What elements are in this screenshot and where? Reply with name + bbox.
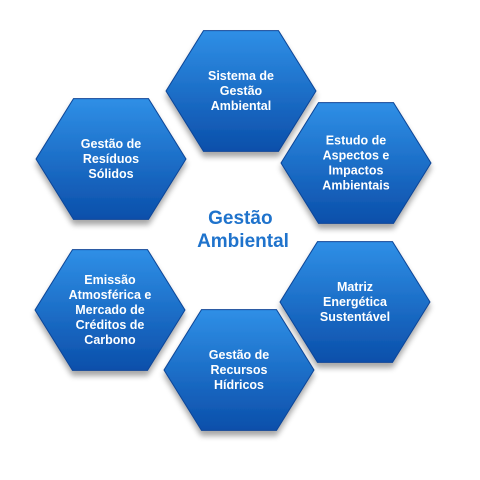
hexagon-shape xyxy=(34,249,186,371)
hexagon-label-line: Emissão xyxy=(84,273,136,287)
hexagon-shape xyxy=(280,102,432,224)
hexagon-label-line: Gestão de xyxy=(209,348,269,362)
hexagon-label-line: Sustentável xyxy=(320,310,390,324)
hexagon-label-line: Aspectos e xyxy=(323,149,390,163)
hexagon-label-line: Ambientais xyxy=(322,179,389,193)
center-title: Gestão Ambiental xyxy=(197,208,289,252)
hexagon-label-line: Recursos xyxy=(211,363,268,377)
hexagon-label-line: Mercado de xyxy=(75,303,145,317)
hexagon-label-line: Impactos xyxy=(329,164,384,178)
center-title-line: Ambiental xyxy=(197,231,289,252)
hexagon-label-line: Atmosférica e xyxy=(69,288,152,302)
hexagon-shape xyxy=(279,241,431,363)
hexagon-label-line: Gestão xyxy=(220,84,263,98)
hexagon-label-line: Energética xyxy=(323,295,388,309)
hexagon-label-line: Hídricos xyxy=(214,378,264,392)
hexagon-label-line: Sólidos xyxy=(88,167,133,181)
hexagon-label-line: Resíduos xyxy=(83,152,139,166)
hexagon-label-line: Carbono xyxy=(84,333,136,347)
hexagon-shape xyxy=(163,309,315,431)
hexagon-label-line: Estudo de xyxy=(326,134,386,148)
hexagon-label-line: Matriz xyxy=(337,280,373,294)
hexagon-shape xyxy=(165,30,317,152)
hexagon-shape xyxy=(35,98,187,220)
hexagon-label-line: Ambiental xyxy=(211,99,271,113)
center-title-line: Gestão xyxy=(208,208,272,229)
hexagon-label-line: Gestão de xyxy=(81,137,141,151)
hexagon-label-line: Sistema de xyxy=(208,69,274,83)
hexagon-label-line: Créditos de xyxy=(76,318,145,332)
